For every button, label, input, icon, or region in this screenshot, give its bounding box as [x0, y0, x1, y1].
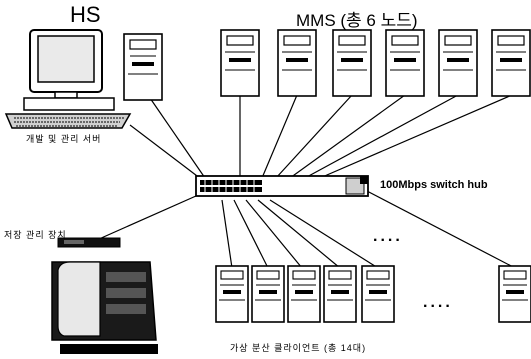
link-pc — [129, 124, 206, 183]
mms-server-6 — [491, 29, 531, 97]
link-client-2 — [233, 199, 269, 269]
mms-server-4 — [385, 29, 425, 97]
mms-servers — [220, 29, 531, 97]
mms-label: MMS (총 6 노드) — [296, 11, 418, 30]
hs-server-tower — [123, 33, 163, 101]
monitor-stand — [54, 91, 78, 99]
link-device — [89, 191, 206, 244]
client-server-5 — [361, 265, 395, 323]
link-mms-3 — [275, 94, 353, 179]
client-server-1 — [215, 265, 249, 323]
link-client-5 — [269, 199, 379, 269]
device-bar — [57, 237, 121, 248]
desktop-case — [23, 97, 115, 111]
ellipsis-upper: .... — [373, 228, 403, 245]
link-mms-6 — [319, 94, 513, 179]
switch-hub — [195, 175, 369, 197]
link-mms-5 — [304, 94, 459, 179]
clients-caption: 가상 분산 클라이언트 (총 14대) — [230, 343, 367, 353]
device-caption: 저장 관리 장치 — [4, 230, 67, 240]
link-mms-2 — [261, 94, 298, 179]
hs-workstation — [4, 29, 132, 129]
pc-caption: 개발 및 관리 서버 — [26, 134, 102, 144]
link-client-6 — [364, 189, 516, 269]
client-server-6 — [498, 265, 531, 323]
monitor-screen — [37, 35, 95, 83]
link-hs — [149, 97, 206, 179]
ellipsis-lower: .... — [423, 294, 453, 311]
link-mms-4 — [289, 94, 406, 179]
client-server-2 — [251, 265, 285, 323]
link-client-4 — [257, 199, 341, 269]
network-links — [89, 94, 516, 269]
link-client-1 — [221, 199, 233, 269]
client-server-4 — [323, 265, 357, 323]
storage-device — [51, 237, 158, 354]
mms-server-5 — [438, 29, 478, 97]
client-server-3 — [287, 265, 321, 323]
mms-server-3 — [332, 29, 372, 97]
client-servers — [215, 265, 531, 323]
link-client-3 — [245, 199, 303, 269]
mms-server-1 — [220, 29, 260, 97]
hs-label: HS — [70, 2, 101, 27]
mms-server-2 — [277, 29, 317, 97]
switch-hub-label: 100Mbps switch hub — [380, 179, 488, 191]
